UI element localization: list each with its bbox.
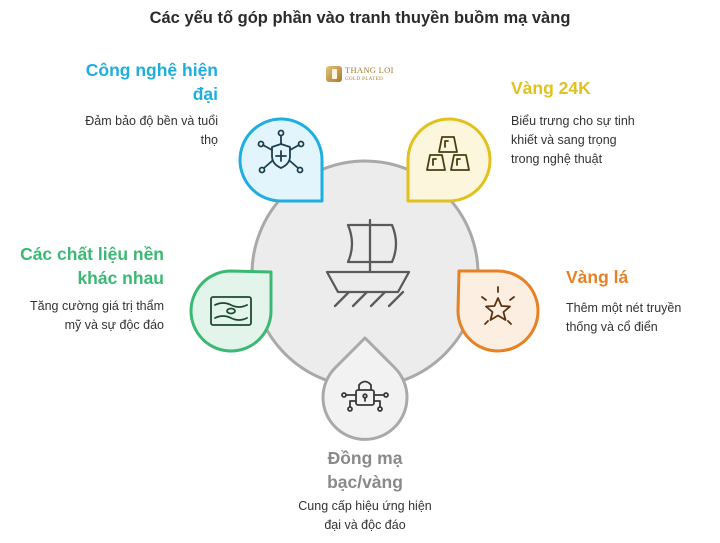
- petal-gold-24k: [406, 117, 492, 203]
- brand-logo: THANG LOI GOLD PLATED: [326, 64, 402, 84]
- logo-mark-icon: [326, 66, 342, 82]
- heading-plating: Đồng mạ bạc/vàng: [327, 448, 403, 492]
- circuit-lock-icon: [341, 380, 389, 412]
- desc-gold-24k: Biểu trưng cho sự tinh khiết và sang trọ…: [511, 114, 635, 166]
- desc-plating: Cung cấp hiệu ứng hiện đại và độc đáo: [298, 499, 432, 532]
- heading-modern-tech: Công nghệ hiện đại: [85, 60, 218, 104]
- desc-gold-leaf: Thêm một nét truyền thống và cổ điển: [566, 301, 682, 334]
- heading-gold-leaf: Vàng lá: [566, 267, 629, 287]
- logo-name: THANG LOI: [345, 65, 394, 76]
- petal-gold-leaf: [456, 269, 540, 353]
- sailboat-icon: [325, 218, 411, 308]
- fabric-canvas-icon: [210, 296, 252, 326]
- desc-modern-tech: Đảm bảo độ bền và tuổi thọ: [85, 114, 218, 147]
- heading-gold-24k: Vàng 24K: [511, 78, 591, 98]
- petal-plating: [321, 336, 409, 441]
- diagram-title: Các yếu tố góp phần vào tranh thuyền buồ…: [149, 9, 571, 27]
- logo-sub: GOLD PLATED: [345, 76, 384, 82]
- desc-materials: Tăng cường giá trị thẩm mỹ và sự độc đáo: [30, 299, 164, 332]
- gold-bars-icon: [426, 136, 470, 171]
- sparkle-star-icon: [481, 286, 515, 325]
- heading-materials: Các chất liệu nền khác nhau: [20, 244, 164, 288]
- network-shield-icon: [257, 129, 305, 174]
- petal-materials: [189, 269, 273, 353]
